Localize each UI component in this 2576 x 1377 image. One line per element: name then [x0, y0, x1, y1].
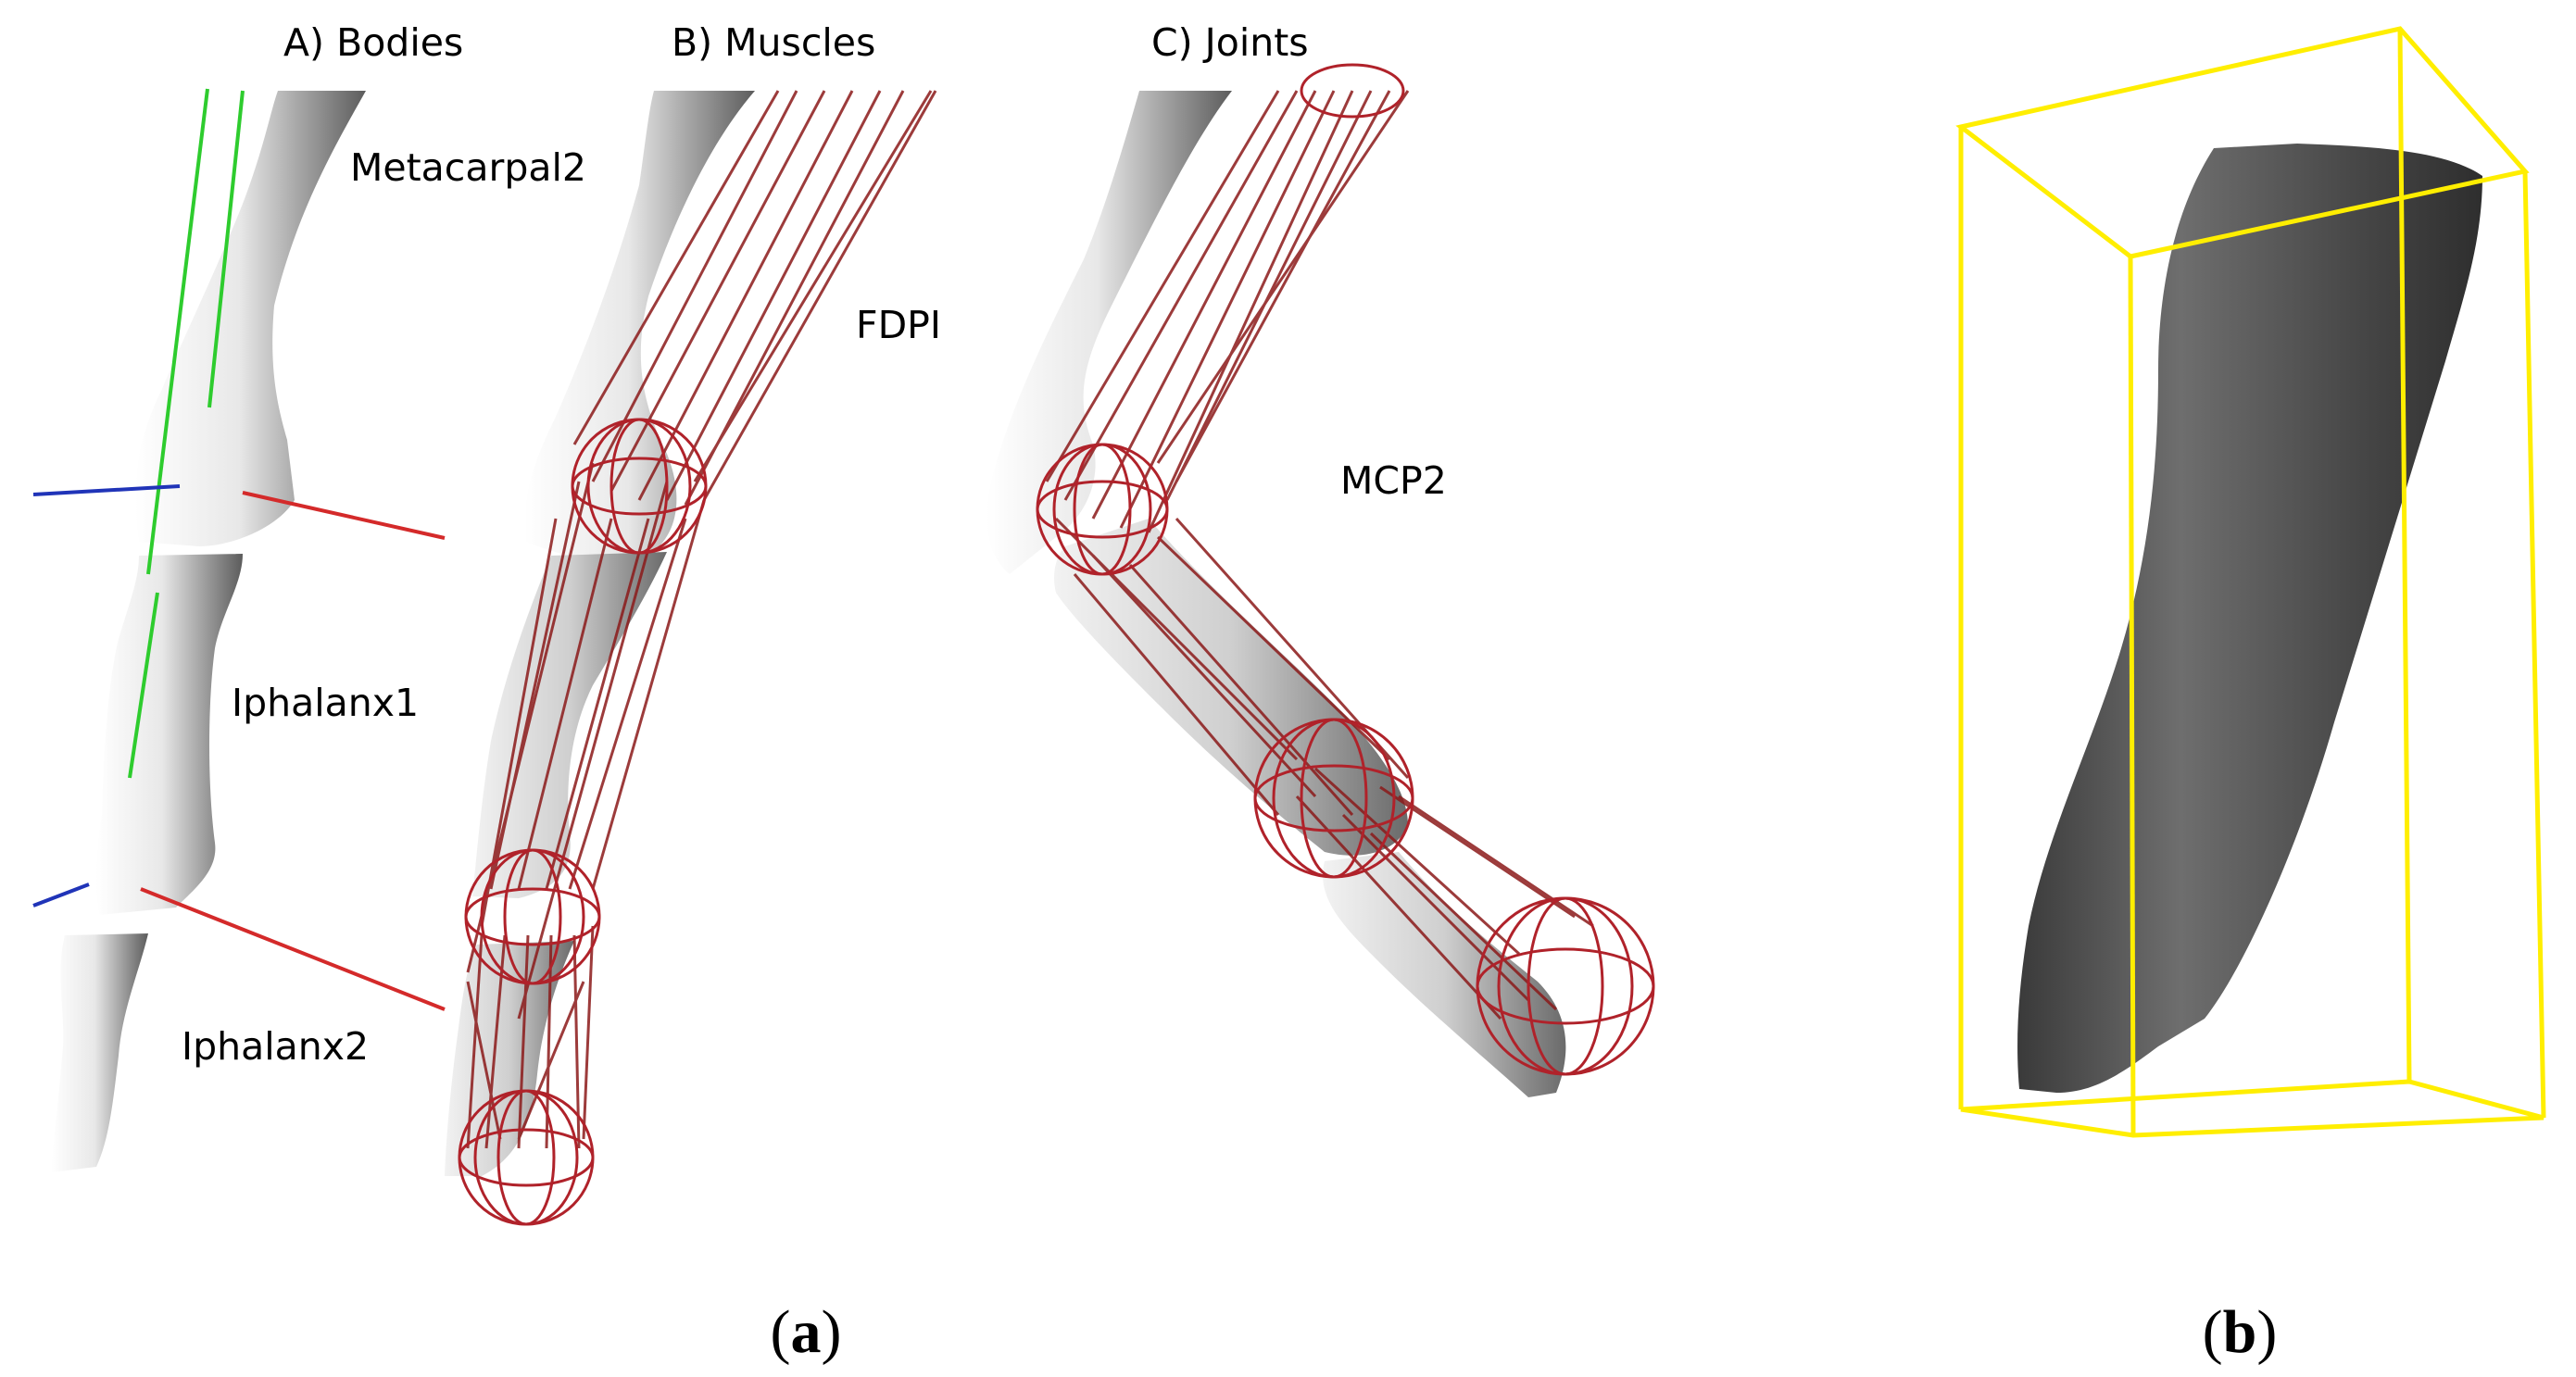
- joints-muscle-wire: [1045, 90, 1594, 1020]
- phalanx2-bone: [51, 933, 148, 1172]
- metacarpal-axis-green-1: [146, 88, 209, 575]
- fdpi-muscle-wire: [466, 90, 937, 1149]
- metacarpal2-bone: [135, 91, 366, 546]
- phalanx1-axis-green: [128, 592, 159, 779]
- view-joints-title: C) Joints: [1151, 20, 1309, 65]
- view-joints: [986, 63, 1655, 1097]
- pip-axis-red: [140, 887, 446, 1011]
- panel-b-bounding-box-view: [1955, 26, 2546, 1138]
- label-mcp2: MCP2: [1340, 458, 1447, 503]
- view-bodies: [32, 88, 446, 1172]
- label-iphalanx2: Iphalanx2: [182, 1024, 369, 1069]
- label-fdpi: FDPI: [856, 303, 941, 347]
- phalanx1-bone: [95, 554, 244, 915]
- dark-bone-mesh: [2017, 144, 2482, 1093]
- labels: A) Bodies B) Muscles C) Joints Metacarpa…: [182, 20, 1447, 1069]
- pip-axis-blue: [32, 883, 90, 908]
- label-metacarpal2: Metacarpal2: [350, 145, 586, 190]
- muscles-metacarpal-bone: [524, 91, 755, 562]
- caption-b: (b): [2203, 1298, 2278, 1366]
- joints-phalanx2-bone: [1323, 852, 1566, 1097]
- view-bodies-title: A) Bodies: [283, 20, 463, 65]
- label-iphalanx1: Iphalanx1: [232, 681, 419, 725]
- view-muscles-title: B) Muscles: [672, 20, 875, 65]
- view-muscles: [445, 90, 937, 1226]
- joints-metacarpal-bone: [986, 91, 1232, 574]
- mcp-axis-red: [242, 491, 446, 540]
- joints-spheres: [1036, 63, 1655, 1076]
- muscles-joint-spheres: [458, 418, 708, 1226]
- mcp-axis-blue: [32, 484, 181, 496]
- yellow-bounding-box: [1955, 26, 2546, 1138]
- caption-a: (a): [771, 1298, 842, 1366]
- metacarpal-axis-green-2: [207, 90, 245, 408]
- muscles-phalanx1-bone: [472, 552, 667, 898]
